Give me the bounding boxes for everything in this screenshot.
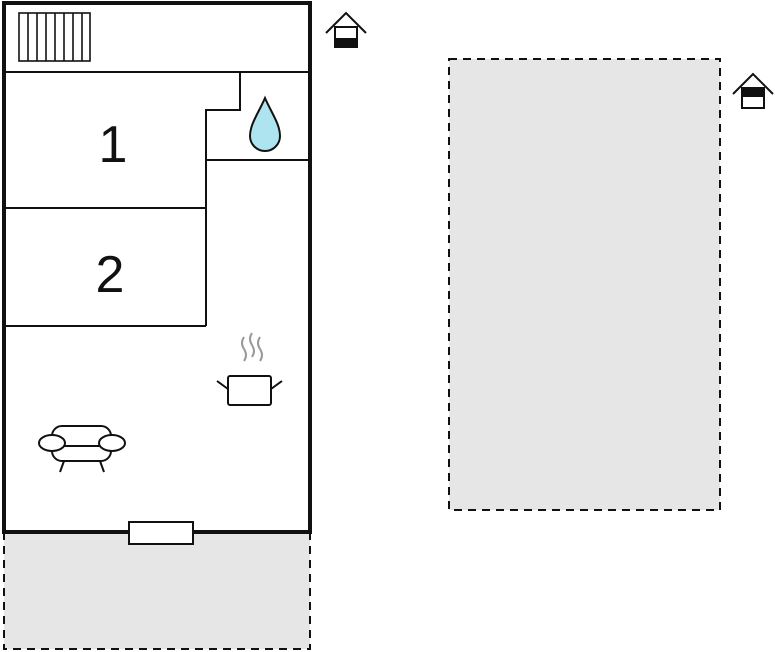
cooking-pot-icon: [216, 332, 283, 406]
room-label-2: 2: [96, 246, 125, 304]
outdoor-area: [448, 58, 721, 511]
house-floor-icon: [325, 11, 367, 48]
water-drop-icon: [248, 95, 282, 152]
house-outline: [2, 1, 312, 534]
entrance-door: [128, 521, 194, 545]
stairs-icon: [18, 12, 91, 62]
room-label-1: 1: [99, 116, 128, 174]
house-floor-icon-outdoor: [732, 72, 774, 109]
interior-walls: [4, 71, 310, 327]
terrace-area: [3, 532, 311, 650]
sofa-icon: [38, 425, 126, 473]
